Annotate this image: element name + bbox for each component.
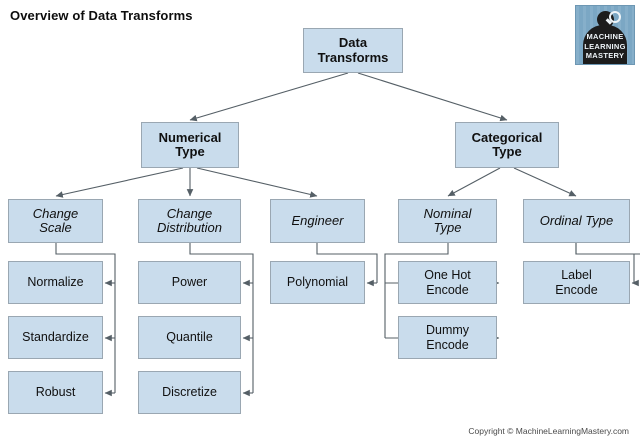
node-robust: Robust [8, 371, 103, 414]
node-label-standardize: Standardize [22, 330, 89, 345]
node-label-power: Power [171, 275, 208, 290]
logo-body-shape [583, 25, 627, 64]
node-polynomial: Polynomial [270, 261, 365, 304]
node-standardize: Standardize [8, 316, 103, 359]
node-label-robust: Robust [35, 385, 76, 400]
node-label-polynomial: Polynomial [286, 275, 349, 290]
machine-learning-mastery-logo: MACHINE LEARNING MASTERY [575, 5, 635, 65]
logo-line-2: LEARNING [584, 41, 626, 51]
node-discretize: Discretize [138, 371, 241, 414]
node-quantile: Quantile [138, 316, 241, 359]
node-normalize: Normalize [8, 261, 103, 304]
node-label-engineer: Engineer [291, 212, 344, 228]
node-label-quantile: Quantile [166, 330, 213, 345]
gear-icon [609, 11, 621, 23]
node-ordinal: Ordinal Type [523, 199, 630, 243]
copyright-notice: Copyright © MachineLearningMastery.com [468, 426, 629, 436]
page-title: Overview of Data Transforms [10, 8, 193, 23]
logo-line-3: MASTERY [585, 51, 625, 60]
logo-line-1: MACHINE [586, 32, 624, 41]
node-label-discretize: Discretize [162, 385, 217, 400]
node-engineer: Engineer [270, 199, 365, 243]
node-label-ordinal: Ordinal Type [539, 212, 614, 228]
node-power: Power [138, 261, 241, 304]
node-label-normalize: Normalize [27, 275, 84, 290]
